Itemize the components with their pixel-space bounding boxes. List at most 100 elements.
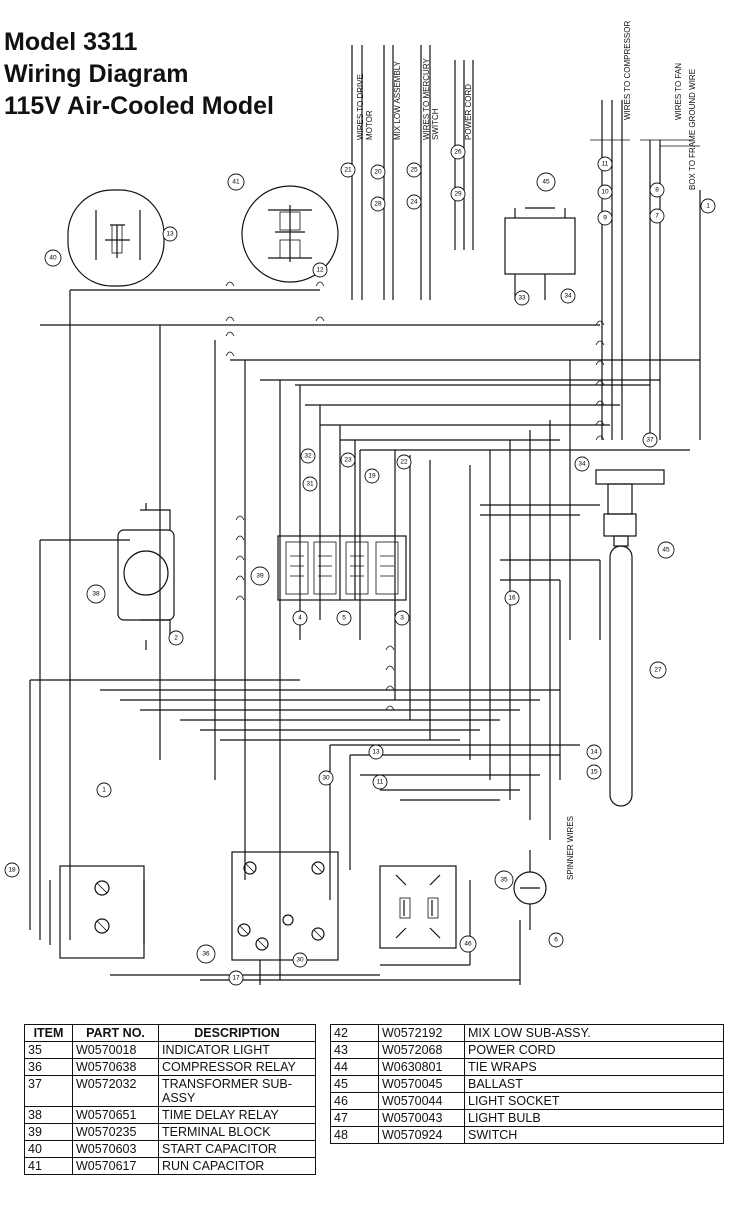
callout-1b: 1: [102, 787, 106, 794]
callout-11b: 11: [377, 779, 384, 786]
callout-10: 10: [601, 189, 609, 196]
cell-description: BALLAST: [464, 1075, 724, 1093]
callout-25: 25: [410, 167, 418, 174]
time-delay-relay: [117, 503, 175, 650]
cell-description: MIX LOW SUB-ASSY.: [464, 1024, 724, 1042]
cell-part-no: W0630801: [378, 1058, 465, 1076]
cell-item: 40: [24, 1140, 73, 1158]
cell-part-no: W0572192: [378, 1024, 465, 1042]
callout-29: 29: [454, 191, 462, 198]
cell-item: 44: [330, 1058, 379, 1076]
callout-13: 13: [166, 231, 174, 238]
callout-15: 15: [590, 769, 598, 776]
wiring-diagram: WIRES TO DRIVE MOTOR MIX LOW ASSEMBLY WI…: [4, 21, 716, 986]
callout-21: 21: [344, 167, 352, 174]
callout-45: 45: [542, 179, 550, 186]
callout-34: 34: [564, 293, 572, 300]
header-part-no: PART NO.: [72, 1024, 159, 1042]
callout-17: 17: [232, 975, 240, 982]
cell-description: TIE WRAPS: [464, 1058, 724, 1076]
cell-part-no: W0570638: [72, 1058, 159, 1076]
cell-part-no: W0570018: [72, 1041, 159, 1059]
label-ground: BOX TO FRAME GROUND WIRE: [688, 69, 697, 190]
cell-description: TRANSFORMER SUB-ASSY: [158, 1075, 316, 1107]
callout-12: 12: [316, 267, 324, 274]
ballast: [504, 207, 576, 300]
callout-18: 18: [8, 867, 16, 874]
run-capacitor: [67, 189, 165, 287]
callout-40: 40: [49, 255, 57, 262]
cell-description: LIGHT SOCKET: [464, 1092, 724, 1110]
cell-item: 43: [330, 1041, 379, 1059]
label-compressor: WIRES TO COMPRESSOR: [623, 21, 632, 120]
cell-item: 38: [24, 1106, 73, 1124]
cell-part-no: W0570044: [378, 1092, 465, 1110]
callout-2: 2: [174, 635, 178, 642]
cell-part-no: W0570617: [72, 1157, 159, 1175]
callout-5: 5: [342, 615, 346, 622]
light-bulb: [609, 545, 633, 807]
terminal-block: [277, 535, 407, 601]
label-drive-motor-2: MOTOR: [365, 110, 374, 140]
diagram-title: Model 3311 Wiring Diagram 115V Air-Coole…: [4, 26, 274, 122]
callout-23: 23: [344, 457, 352, 464]
cell-description: RUN CAPACITOR: [158, 1157, 316, 1175]
cell-description: POWER CORD: [464, 1041, 724, 1059]
callout-39: 39: [256, 573, 264, 580]
callout-32: 32: [304, 453, 312, 460]
cell-description: INDICATOR LIGHT: [158, 1041, 316, 1059]
callout-22: 22: [400, 459, 408, 466]
cell-item: 48: [330, 1126, 379, 1144]
cell-part-no: W0572032: [72, 1075, 159, 1107]
callout-26: 26: [454, 149, 462, 156]
callout-35: 35: [500, 877, 508, 884]
callout-11: 11: [602, 161, 609, 168]
tie-wraps: [225, 281, 605, 711]
callout-8: 8: [655, 187, 659, 194]
callout-46: 46: [464, 941, 472, 948]
label-spinner: SPINNER WIRES: [566, 816, 575, 880]
callout-14: 14: [590, 749, 598, 756]
cell-description: TERMINAL BLOCK: [158, 1123, 316, 1141]
cell-item: 37: [24, 1075, 73, 1107]
callout-3: 3: [400, 615, 404, 622]
cell-part-no: W0570603: [72, 1140, 159, 1158]
callout-27: 27: [654, 667, 662, 674]
callout-16: 16: [508, 595, 516, 602]
cell-item: 45: [330, 1075, 379, 1093]
cell-part-no: W0570235: [72, 1123, 159, 1141]
harness-wires: [29, 289, 700, 985]
callout-31: 31: [306, 481, 314, 488]
top-wire-labels: WIRES TO DRIVE MOTOR MIX LOW ASSEMBLY WI…: [356, 21, 697, 880]
cell-description: COMPRESSOR RELAY: [158, 1058, 316, 1076]
callout-19: 19: [368, 473, 376, 480]
callouts: 40 41 12 13 21 20 25 26 24 29 28 45 33 3…: [4, 144, 716, 986]
cell-description: START CAPACITOR: [158, 1140, 316, 1158]
label-mix-low: MIX LOW ASSEMBLY: [393, 60, 402, 140]
cell-part-no: W0570651: [72, 1106, 159, 1124]
callout-30: 30: [322, 775, 330, 782]
parts-table-header: ITEM PART NO. DESCRIPTION: [24, 1024, 316, 1042]
light-socket: [595, 469, 665, 547]
callout-34b: 34: [578, 461, 586, 468]
label-mercury-1: WIRES TO MERCURY: [422, 58, 431, 140]
callout-9: 9: [603, 215, 607, 222]
cell-item: 35: [24, 1041, 73, 1059]
lead-wires: [351, 45, 701, 440]
cell-description: TIME DELAY RELAY: [158, 1106, 316, 1124]
callout-13b: 13: [372, 749, 380, 756]
title-line-voltage: 115V Air-Cooled Model: [4, 92, 274, 120]
header-item: ITEM: [24, 1024, 73, 1042]
label-mercury-2: SWITCH: [431, 108, 440, 140]
